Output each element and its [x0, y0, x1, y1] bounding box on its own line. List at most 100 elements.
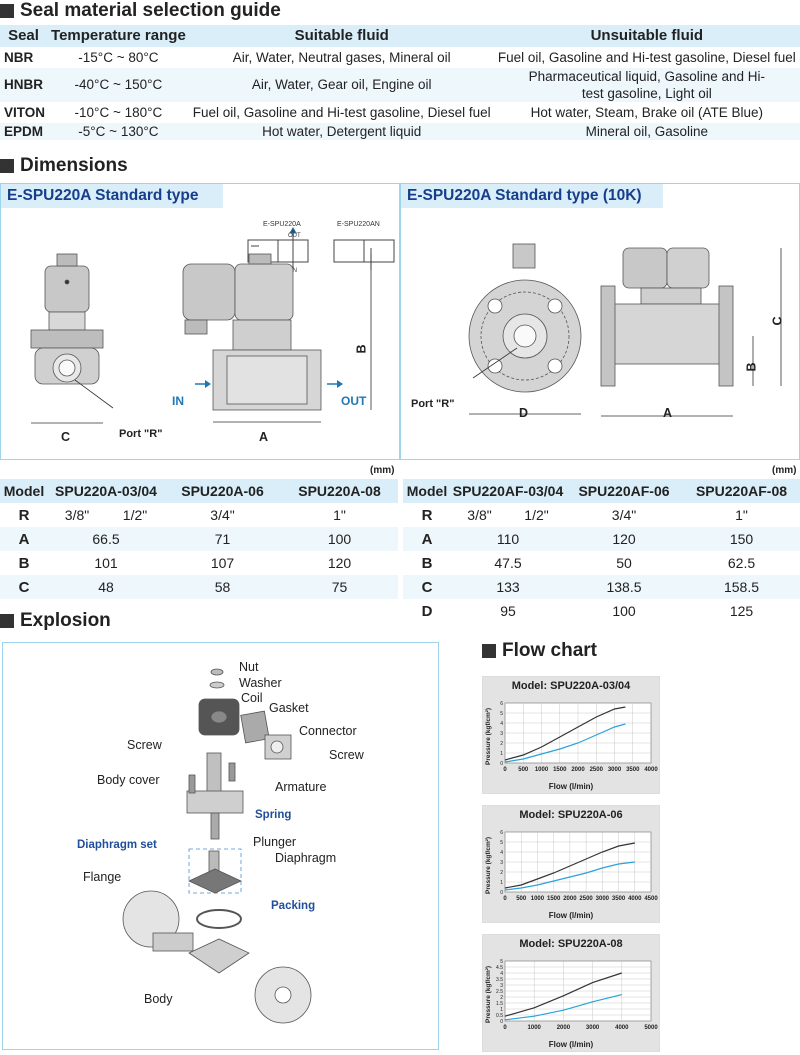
- cell: 48: [48, 575, 164, 599]
- x-tick-label: 1000: [535, 767, 549, 773]
- cell: 110: [451, 527, 565, 551]
- table-row: A 66.5 71 100: [0, 527, 398, 551]
- port-label: Port "R": [119, 428, 163, 440]
- suitable-fluid: Fuel oil, Gasoline and Hi-test gasoline,…: [189, 102, 494, 123]
- label-washer: Washer: [239, 676, 282, 690]
- cell: 1/2": [524, 507, 549, 523]
- x-tick-label: 2000: [571, 767, 585, 773]
- table-row: R 3/8" 1/2" 3/4" 1": [0, 503, 398, 527]
- label-flange: Flange: [83, 870, 122, 884]
- label-coil: Coil: [241, 691, 263, 705]
- label-screw-right: Screw: [329, 748, 364, 762]
- square-bullet-icon: [0, 159, 14, 173]
- cell: 75: [281, 575, 398, 599]
- header-col: SPU220AF-03/04: [451, 479, 565, 503]
- dim-c-label: C: [61, 430, 71, 444]
- series-line-1: [504, 842, 635, 889]
- series-line-1: [504, 972, 622, 1017]
- seal-name: NBR: [0, 47, 48, 68]
- header-model: Model: [403, 479, 451, 503]
- table-row: C 48 58 75: [0, 575, 398, 599]
- label-nut: Nut: [239, 660, 259, 674]
- dim-a-label: A: [663, 406, 673, 420]
- x-tick-label: 4500: [644, 896, 658, 902]
- chart-title: Model: SPU220A-03/04: [511, 680, 631, 692]
- row-label: A: [0, 527, 48, 551]
- panel-title: E-SPU220A Standard type: [1, 184, 223, 208]
- standard-valve-drawing: E-SPU220A OUT IN E-SPU220AN: [30, 221, 395, 424]
- x-tick-label: 500: [516, 896, 527, 902]
- flow-chart-03-04: Model: SPU220A-03/04 Pressure (kgf/cm²) …: [482, 676, 660, 794]
- series-line-2: [504, 723, 626, 763]
- table-row: B 47.5 50 62.5: [403, 551, 800, 575]
- table-row: NBR -15°C ~ 80°C Air, Water, Neutral gas…: [0, 47, 800, 68]
- row-label: A: [403, 527, 451, 551]
- cell: 138.5: [565, 575, 683, 599]
- x-tick-label: 2000: [563, 896, 577, 902]
- label-packing: Packing: [271, 900, 316, 912]
- label-screw-left: Screw: [127, 738, 162, 752]
- y-tick-label: 2: [500, 870, 503, 876]
- svg-text:IN: IN: [291, 268, 297, 274]
- dim-d-label: D: [519, 406, 529, 420]
- temp-range: -15°C ~ 80°C: [47, 47, 190, 68]
- valve-symbol-1: [247, 227, 309, 270]
- y-tick-label: 0: [500, 761, 503, 767]
- header-temp: Temperature range: [47, 25, 190, 48]
- chart-x-label: Flow (l/min): [548, 1040, 594, 1049]
- cell: 133: [451, 575, 565, 599]
- header-col: SPU220AF-06: [565, 479, 683, 503]
- seal-table-header: Seal Temperature range Suitable fluid Un…: [0, 25, 800, 48]
- explosion-section-title: Explosion: [0, 610, 111, 632]
- y-tick-label: 3.5: [496, 977, 503, 983]
- row-label: B: [18, 554, 30, 572]
- cell: 58: [164, 575, 281, 599]
- y-tick-label: 0: [500, 1019, 503, 1025]
- cell: 158.5: [683, 575, 800, 599]
- unit-label: (mm): [772, 465, 797, 476]
- series-line-2: [504, 861, 635, 891]
- table-row: A 110 120 150: [403, 527, 800, 551]
- dim-c-label: C: [770, 316, 785, 326]
- cell: 120: [327, 555, 352, 571]
- y-tick-label: 1: [500, 880, 503, 886]
- x-tick-label: 4000: [615, 1025, 629, 1031]
- row-label: R: [18, 506, 30, 524]
- flange-side-view: [600, 247, 734, 387]
- label-gasket: Gasket: [269, 701, 309, 715]
- seal-name: EPDM: [0, 122, 48, 141]
- unsuitable-fluid: Pharmaceutical liquid, Gasoline and Hi-t…: [493, 67, 800, 103]
- y-tick-label: 5: [500, 959, 503, 965]
- y-tick-label: 0: [500, 890, 503, 896]
- table-row: VITON -10°C ~ 180°C Fuel oil, Gasoline a…: [0, 102, 800, 123]
- y-tick-label: 4: [500, 971, 503, 977]
- x-tick-label: 0: [503, 1025, 507, 1031]
- header-unsuitable: Unsuitable fluid: [493, 25, 800, 48]
- x-tick-label: 500: [518, 767, 529, 773]
- y-tick-label: 6: [500, 701, 503, 707]
- dimension-table-standard: Model SPU220A-03/04 SPU220A-06 SPU220A-0…: [0, 479, 398, 599]
- y-tick-label: 3: [500, 983, 503, 989]
- y-tick-label: 2: [500, 995, 503, 1001]
- square-bullet-icon: [0, 614, 14, 628]
- suitable-fluid: Hot water, Detergent liquid: [189, 122, 494, 141]
- unit-label: (mm): [370, 465, 395, 476]
- x-tick-label: 0: [503, 767, 507, 773]
- x-tick-label: 3000: [586, 1025, 600, 1031]
- square-bullet-icon: [482, 644, 496, 658]
- y-tick-label: 1: [500, 1007, 503, 1013]
- chart-title: Model: SPU220A-06: [519, 809, 623, 821]
- x-tick-label: 1500: [553, 767, 567, 773]
- table-row: HNBR -40°C ~ 150°C Air, Water, Gear oil,…: [0, 67, 800, 103]
- cell: 100: [612, 603, 636, 619]
- y-tick-label: 2: [500, 741, 503, 747]
- x-tick-label: 3500: [612, 896, 626, 902]
- unsuitable-fluid: Mineral oil, Gasoline: [493, 122, 800, 141]
- cell: 62.5: [727, 555, 756, 571]
- cell: 101: [94, 555, 118, 571]
- unsuitable-fluid: Fuel oil, Gasoline and Hi-test gasoline,…: [493, 47, 800, 68]
- y-tick-label: 2.5: [496, 989, 503, 995]
- x-tick-label: 1000: [528, 1025, 542, 1031]
